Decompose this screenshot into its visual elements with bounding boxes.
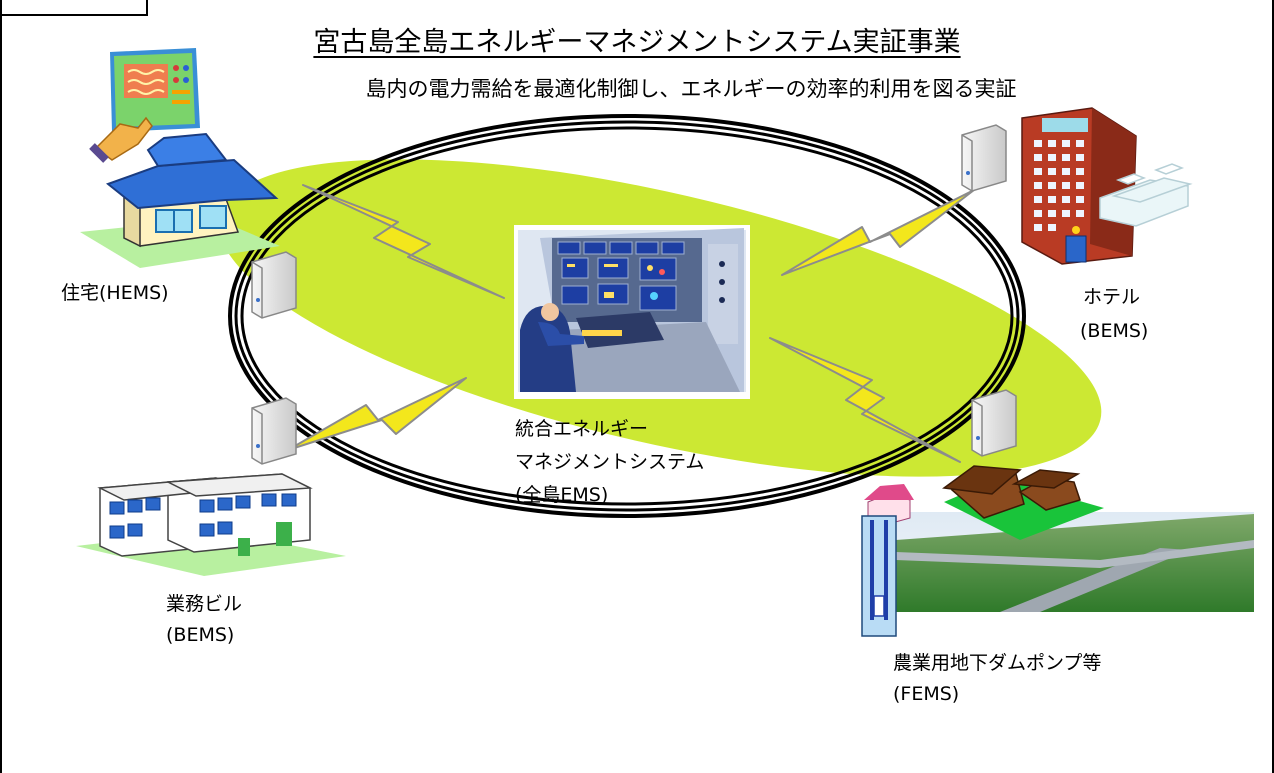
label-center-line1: 統合エネルギー (515, 418, 649, 440)
server-icon-office (251, 397, 297, 465)
label-office-title: 業務ビル (166, 593, 243, 615)
control-room-image (514, 225, 750, 399)
label-house: 住宅(HEMS) (61, 282, 169, 304)
label-center-line2: マネジメントシステム (515, 451, 705, 473)
house-illustration (80, 132, 280, 268)
server-icon-hotel (961, 124, 1007, 192)
lightning-bolt-house (302, 184, 505, 299)
hems-control-panel-icon (89, 48, 200, 163)
page-subtitle: 島内の電力需給を最適化制御し、エネルギーの効率的利用を図る実証 (365, 77, 1017, 101)
office-building-illustration (76, 473, 346, 576)
lightning-bolt-farm (769, 337, 961, 463)
server-icon-farm (971, 389, 1017, 457)
label-farm-title: 農業用地下ダムポンプ等 (893, 652, 1102, 674)
hotel-illustration (1021, 107, 1193, 265)
label-farm-type: (FEMS) (893, 683, 960, 705)
server-icon-house (251, 251, 297, 319)
network-ring (228, 114, 1026, 518)
label-hotel-title: ホテル (1083, 286, 1141, 308)
farm-illustration (861, 465, 1254, 637)
page-title: 宮古島全島エネルギーマネジメントシステム実証事業 (313, 27, 961, 58)
corner-tab (0, 0, 148, 16)
label-office-type: (BEMS) (166, 624, 235, 646)
lightning-bolt-office (287, 377, 467, 451)
label-hotel-type: (BEMS) (1080, 320, 1149, 342)
label-center-line3: (全島EMS) (515, 484, 609, 506)
